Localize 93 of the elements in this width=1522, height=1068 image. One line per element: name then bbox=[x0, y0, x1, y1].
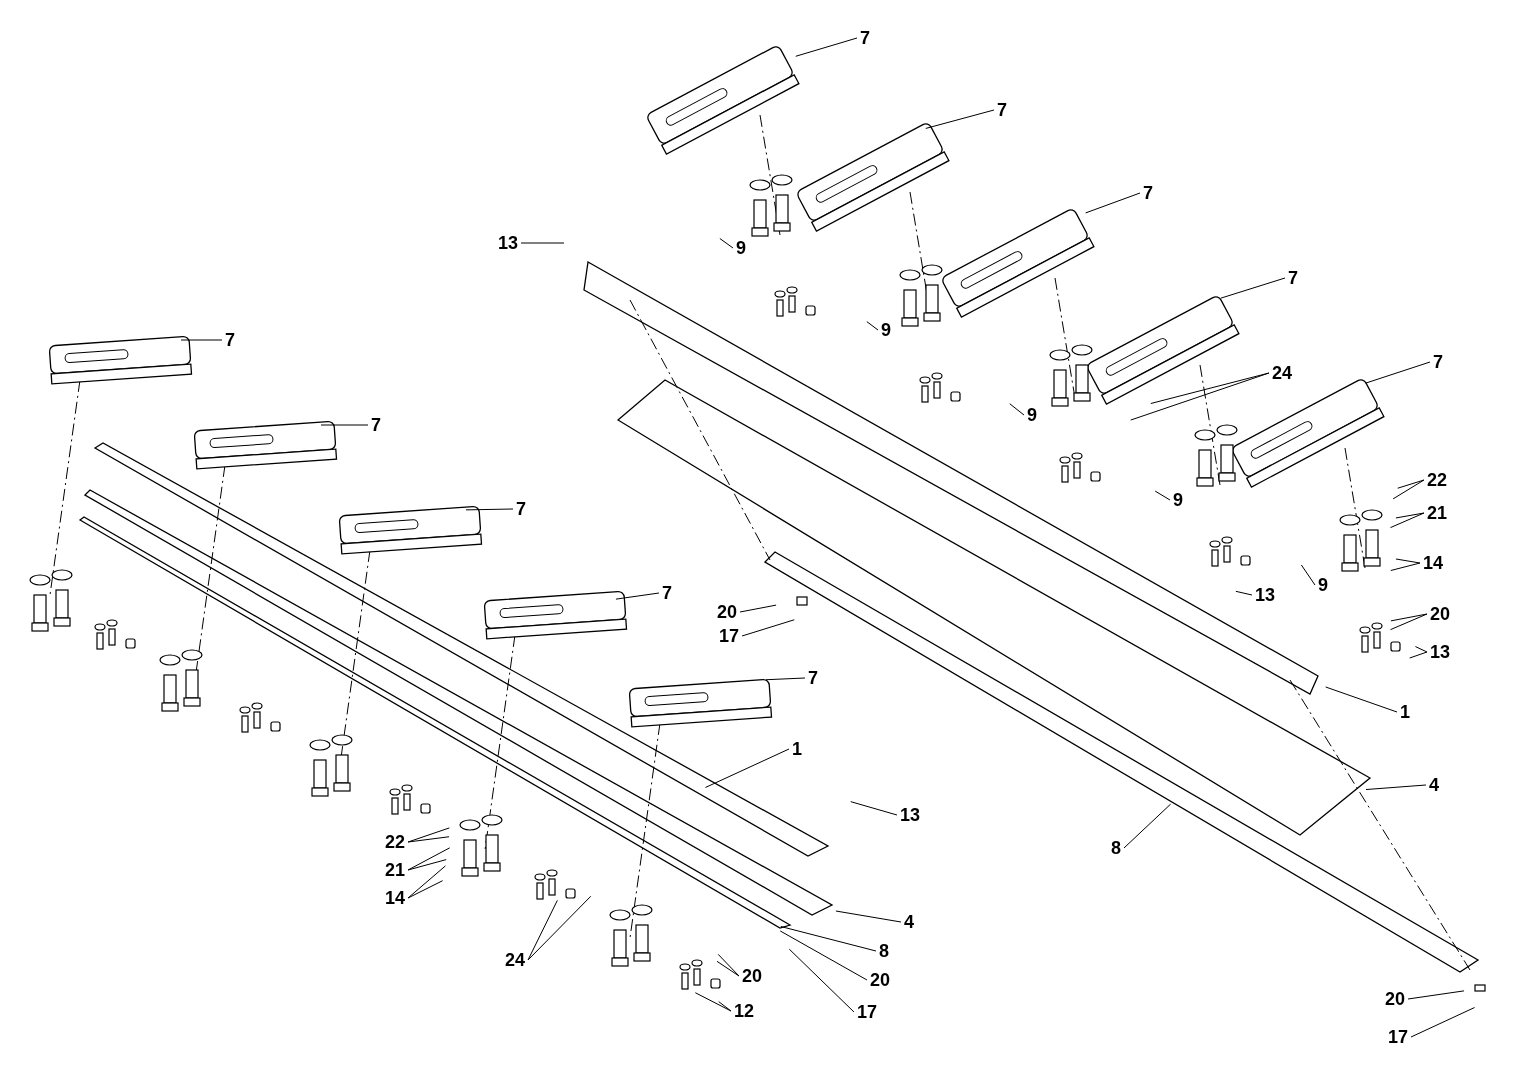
leader-line bbox=[1392, 479, 1425, 500]
callout-number: 9 bbox=[880, 321, 892, 339]
leader-line bbox=[320, 424, 369, 426]
leader-line bbox=[1365, 784, 1427, 791]
callout-number: 12 bbox=[733, 1002, 755, 1020]
leader-line bbox=[1325, 686, 1398, 713]
leader-line bbox=[407, 847, 451, 871]
callout-number: 7 bbox=[1432, 353, 1444, 371]
callout-number: 8 bbox=[1110, 839, 1122, 857]
callout-number: 7 bbox=[1287, 269, 1299, 287]
callout-number: 14 bbox=[1422, 554, 1444, 572]
callout-number: 9 bbox=[1026, 406, 1038, 424]
leader-line bbox=[835, 910, 902, 923]
leader-line bbox=[1085, 192, 1141, 214]
leader-line bbox=[779, 930, 868, 981]
callout-number: 24 bbox=[504, 951, 526, 969]
leader-line bbox=[1414, 646, 1428, 653]
leader-line bbox=[1410, 1007, 1476, 1038]
callout-number: 20 bbox=[1429, 605, 1451, 623]
callout-number: 7 bbox=[515, 500, 527, 518]
leader-line bbox=[1407, 990, 1465, 1000]
leader-line bbox=[1390, 512, 1425, 529]
leader-line bbox=[1409, 651, 1428, 659]
leader-line bbox=[1235, 590, 1253, 596]
leader-line bbox=[717, 953, 740, 977]
leader-line bbox=[1365, 361, 1431, 384]
callout-number: 13 bbox=[1429, 643, 1451, 661]
leader-line bbox=[1395, 558, 1421, 564]
leader-line bbox=[407, 836, 450, 843]
callout-number: 21 bbox=[1426, 504, 1448, 522]
callout-number: 8 bbox=[878, 942, 890, 960]
leader-line bbox=[866, 321, 879, 331]
callout-number: 13 bbox=[1254, 586, 1276, 604]
callout-number: 13 bbox=[899, 806, 921, 824]
leader-line bbox=[407, 880, 444, 899]
leader-line bbox=[1220, 277, 1286, 299]
leader-line bbox=[1123, 803, 1172, 849]
leader-line bbox=[527, 895, 592, 961]
leader-line bbox=[925, 109, 995, 129]
leader-line bbox=[465, 508, 514, 511]
callout-number: 9 bbox=[735, 239, 747, 257]
callout-number: 7 bbox=[807, 669, 819, 687]
leader-line bbox=[788, 948, 855, 1013]
callout-number: 9 bbox=[1172, 491, 1184, 509]
callout-number: 13 bbox=[497, 234, 519, 252]
callout-number: 24 bbox=[1271, 364, 1293, 382]
leader-line bbox=[527, 899, 558, 961]
callout-number: 7 bbox=[370, 416, 382, 434]
callout-number: 7 bbox=[1142, 184, 1154, 202]
callout-number: 17 bbox=[856, 1003, 878, 1021]
leader-line bbox=[780, 926, 877, 952]
callout-number: 22 bbox=[384, 833, 406, 851]
leader-line bbox=[1009, 403, 1025, 416]
leader-line bbox=[1154, 490, 1171, 501]
callout-number: 20 bbox=[741, 967, 763, 985]
leader-line bbox=[407, 827, 450, 843]
leader-line bbox=[850, 801, 898, 816]
leader-line bbox=[716, 960, 740, 977]
callout-number: 22 bbox=[1426, 471, 1448, 489]
callout-number: 7 bbox=[661, 584, 673, 602]
callout-number: 20 bbox=[1384, 990, 1406, 1008]
callout-number: 9 bbox=[1317, 576, 1329, 594]
leader-line bbox=[407, 859, 447, 871]
leader-line bbox=[1130, 372, 1270, 421]
leader-line bbox=[718, 1001, 732, 1012]
leader-line bbox=[795, 37, 858, 57]
callout-number: 7 bbox=[224, 331, 236, 349]
callout-number: 14 bbox=[384, 889, 406, 907]
leader-line bbox=[1390, 613, 1428, 631]
leader-line bbox=[704, 748, 790, 788]
callout-number: 4 bbox=[1428, 776, 1440, 794]
leader-line bbox=[741, 619, 795, 637]
leader-line bbox=[1300, 564, 1316, 586]
leader-line bbox=[694, 992, 732, 1012]
leader-line bbox=[407, 865, 446, 899]
callout-number: 1 bbox=[1399, 703, 1411, 721]
callout-number: 20 bbox=[716, 603, 738, 621]
leader-line bbox=[180, 339, 223, 341]
leader-line bbox=[615, 592, 660, 600]
callout-number: 20 bbox=[869, 971, 891, 989]
leader-line bbox=[739, 604, 777, 613]
callout-number: 7 bbox=[859, 29, 871, 47]
leader-line bbox=[719, 238, 734, 249]
leader-line bbox=[520, 242, 565, 244]
callout-number: 17 bbox=[718, 627, 740, 645]
callout-number: 4 bbox=[903, 913, 915, 931]
callout-number: 17 bbox=[1387, 1028, 1409, 1046]
callout-number: 7 bbox=[996, 101, 1008, 119]
leader-line bbox=[1390, 562, 1421, 571]
leader-line bbox=[1397, 479, 1425, 489]
callout-number: 1 bbox=[791, 740, 803, 758]
leader-line bbox=[765, 677, 806, 681]
callout-number: 21 bbox=[384, 861, 406, 879]
